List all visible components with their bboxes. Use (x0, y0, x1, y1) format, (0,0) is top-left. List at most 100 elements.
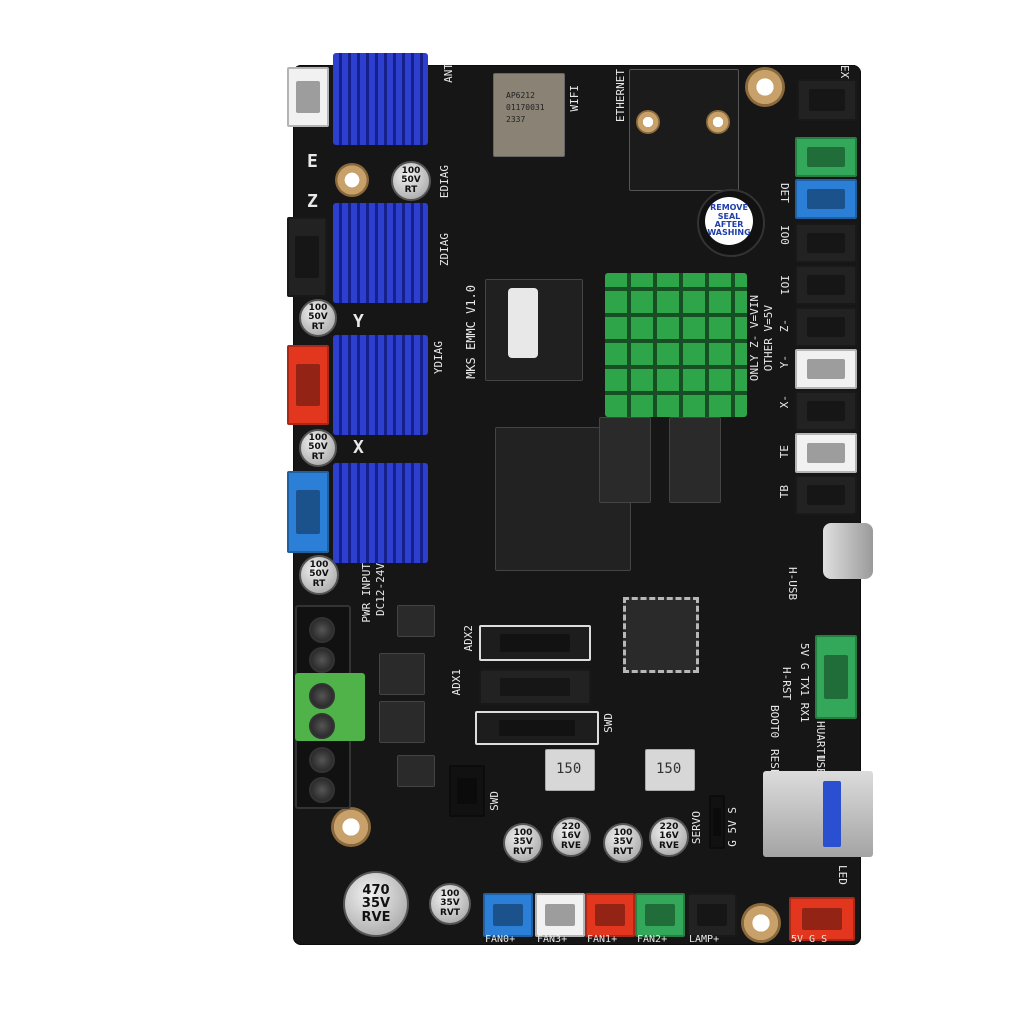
label-tb: TB (778, 485, 791, 499)
cap-series: RVE (361, 909, 391, 925)
connector-y-minus (795, 349, 857, 389)
label-servo: SERVO (690, 811, 703, 845)
label-y-minus: Y- (778, 355, 791, 369)
cap-voltage: 50V (401, 175, 421, 186)
label-only-z: ONLY Z- V=VIN (748, 295, 761, 382)
soc-heatsink (605, 273, 747, 417)
label-led: LED (836, 865, 849, 885)
motor-connector-e (287, 67, 329, 127)
label-x: X (353, 437, 364, 458)
capacitor-large: 470 35V RVE (343, 871, 409, 937)
connector-fan1 (585, 893, 635, 937)
connector-fan3 (535, 893, 585, 937)
label-ydiag: YDIAG (432, 341, 445, 375)
label-uart-pins: 5V G TX1 RX1 (798, 643, 811, 723)
label-ethernet: ETHERNET (614, 69, 627, 122)
usb3-port (763, 771, 873, 857)
capacitor: 100 35V RVT (429, 883, 471, 925)
connector-led (789, 897, 855, 941)
label-swd-2: SWD (488, 791, 501, 811)
connector-z-minus (795, 307, 857, 347)
mounting-hole (745, 67, 785, 107)
connector-tb (795, 475, 857, 515)
cap-series: RVE (658, 840, 680, 851)
label-fan2: FAN2+ (637, 934, 668, 945)
cap-value: 470 (362, 882, 390, 898)
connector-x-minus (795, 391, 857, 431)
cap-voltage: 16V (659, 831, 679, 842)
label-emmc-model: MKS EMMC V1.0 (464, 285, 478, 379)
wifi-module: AP6212 01170031 2337 (493, 73, 565, 157)
terminal-screw (309, 777, 335, 803)
label-huart1: HUART1 (814, 721, 827, 761)
label-fan1: FAN1+ (587, 934, 618, 945)
label-zdiag: ZDIAG (438, 233, 451, 267)
stepper-heatsink-x (333, 463, 428, 563)
ethernet-pad (706, 110, 730, 134)
module-code: 2337 (506, 115, 526, 124)
cap-value: 100 (308, 432, 328, 443)
mosfet (397, 605, 435, 637)
cap-value: 100 (308, 302, 328, 313)
cap-value: 100 (440, 888, 460, 899)
label-ant: ANT (442, 63, 455, 83)
cap-series: RT (311, 321, 325, 332)
mosfet (379, 701, 425, 743)
label-boot0: BOOT0 (768, 705, 781, 739)
terminal-screw (309, 747, 335, 773)
connector-fan2 (635, 893, 685, 937)
capacitor: 100 50V RT (299, 429, 337, 467)
ram-chip (669, 417, 721, 503)
label-io1: IO1 (778, 275, 791, 295)
connector-io0 (795, 223, 857, 263)
label-led-pins: 5V G S (791, 934, 828, 945)
label-other: OTHER V=5V (762, 305, 775, 372)
cap-value: 100 (401, 165, 421, 176)
ethernet-footprint (629, 69, 739, 191)
sticker-line: REMOVE (710, 203, 748, 213)
label-z: Z (307, 191, 318, 212)
capacitor: 100 50V RT (391, 161, 431, 201)
label-wifi: WIFI (568, 85, 581, 112)
label-h-rst: H-RST (780, 667, 793, 701)
cap-voltage: 50V (308, 442, 328, 453)
cap-value: 220 (659, 821, 679, 832)
inductor-label: 150 (556, 761, 582, 777)
ram-chip (599, 417, 651, 503)
cap-series: RT (312, 578, 326, 589)
cap-value: 100 (613, 827, 633, 838)
module-code: 01170031 (506, 103, 545, 112)
connector-te (795, 433, 857, 473)
label-fan0: FAN0+ (485, 934, 516, 945)
capacitor: 220 16V RVE (551, 817, 591, 857)
cap-voltage: 50V (309, 569, 329, 580)
connector-ext-usb (797, 79, 857, 121)
label-pwr-input: PWR INPUT (360, 563, 373, 623)
ethernet-pad (636, 110, 660, 134)
emmc-chip (508, 288, 538, 358)
motor-connector-x (287, 471, 329, 553)
mounting-hole (335, 163, 369, 197)
label-det: DET (778, 183, 791, 203)
label-dc-range: DC12-24V (374, 563, 387, 616)
header-swd (475, 711, 599, 745)
mounting-hole (741, 903, 781, 943)
cap-voltage: 35V (361, 896, 391, 912)
stepper-heatsink-y (333, 335, 428, 435)
stepper-heatsink-z (333, 203, 428, 303)
header-adx2 (479, 625, 591, 661)
buzzer-seal-sticker: REMOVE SEAL AFTER WASHING (705, 197, 753, 245)
capacitor: 100 35V RVT (503, 823, 543, 863)
label-te: TE (778, 445, 791, 459)
inductor: 150 (645, 749, 695, 791)
connector-fan0 (483, 893, 533, 937)
label-e: E (307, 151, 318, 172)
cap-series: RVE (560, 840, 582, 851)
usb3-tongue (823, 781, 841, 847)
connector-huart1 (815, 635, 857, 719)
label-io0: IO0 (778, 225, 791, 245)
terminal-screw (309, 617, 335, 643)
label-y: Y (353, 311, 364, 332)
label-fan3: FAN3+ (537, 934, 568, 945)
